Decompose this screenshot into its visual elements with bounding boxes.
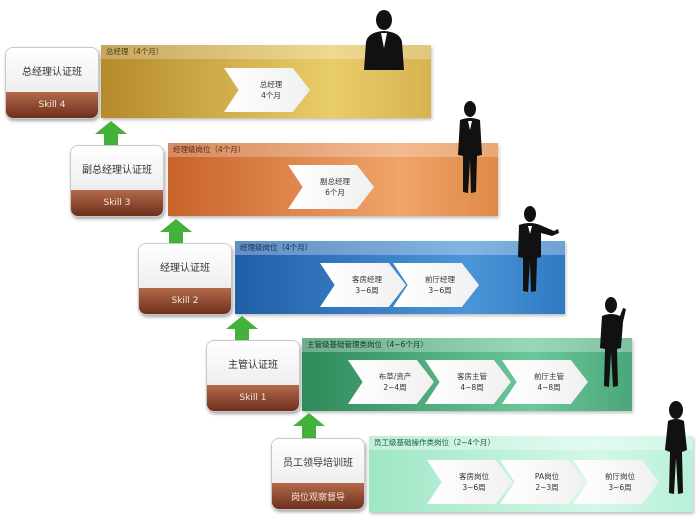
businessman-silhouette-icon <box>364 10 404 70</box>
step-duration: 4~8周 <box>537 383 561 392</box>
up-arrow-icon <box>160 219 192 247</box>
stage-bar-manager: 经理级岗位（4个月） 客房经理 3~6周 前厅经理 3~6周 <box>235 241 565 314</box>
card-title: 员工领导培训班 <box>272 439 364 483</box>
step-duration: 3~6周 <box>428 286 452 295</box>
stage-step: 客房主管 4~8周 <box>425 360 511 404</box>
up-arrow-icon <box>95 121 127 149</box>
certification-card-skill-4: 总经理认证班 Skill 4 <box>5 47 99 119</box>
step-name: 前厅主管 <box>534 372 564 381</box>
card-skill-label: Skill 4 <box>6 92 98 118</box>
stage-header: 总经理（4个月） <box>101 45 431 59</box>
step-name: 前厅经理 <box>425 275 455 284</box>
stage-header: 经理级岗位（4个月） <box>168 143 498 157</box>
stage-bar-supervisor: 主管级基础管理类岗位（4~6个月） 布草/资产 2~4周 客房主管 4~8周 前… <box>302 338 632 411</box>
step-name: 前厅岗位 <box>605 472 635 481</box>
card-title: 总经理认证班 <box>6 48 98 92</box>
step-name: 总经理 <box>259 80 283 89</box>
up-arrow-icon <box>293 413 325 441</box>
card-skill-label: 岗位观察督导 <box>272 483 364 509</box>
card-title: 经理认证班 <box>139 244 231 288</box>
businessman-silhouette-icon <box>458 101 482 193</box>
card-title: 主管认证班 <box>207 341 299 385</box>
step-duration: 2~4周 <box>383 383 407 392</box>
stage-step: 客房经理 3~6周 <box>320 263 406 307</box>
step-name: PA岗位 <box>534 472 560 481</box>
card-skill-label: Skill 3 <box>71 190 163 216</box>
certification-card-skill-3: 副总经理认证班 Skill 3 <box>70 145 164 217</box>
card-title: 副总经理认证班 <box>71 146 163 190</box>
step-duration: 2~3周 <box>535 483 559 492</box>
stage-bar-staff: 员工级基础操作类岗位（2~4个月） 客房岗位 3~6周 PA岗位 2~3周 前厅… <box>369 436 693 512</box>
stage-step: 前厅主管 4~8周 <box>502 360 588 404</box>
stage-step: 副总经理 6个月 <box>288 165 374 209</box>
stage-header: 主管级基础管理类岗位（4~6个月） <box>302 338 632 352</box>
step-name: 客房经理 <box>352 275 382 284</box>
certification-card-staff: 员工领导培训班 岗位观察督导 <box>271 438 365 510</box>
stage-bar-deputy-manager: 经理级岗位（4个月） 副总经理 6个月 <box>168 143 498 216</box>
card-skill-label: Skill 2 <box>139 288 231 314</box>
stage-step: 总经理 4个月 <box>224 68 310 112</box>
businessman-silhouette-icon <box>600 297 626 387</box>
step-duration: 4个月 <box>261 91 281 100</box>
stage-header: 员工级基础操作类岗位（2~4个月） <box>369 436 693 450</box>
stage-step: 客房岗位 3~6周 <box>427 460 513 504</box>
step-duration: 3~6周 <box>355 286 379 295</box>
certification-card-skill-2: 经理认证班 Skill 2 <box>138 243 232 315</box>
stage-step: 布草/资产 2~4周 <box>348 360 434 404</box>
step-duration: 3~6周 <box>608 483 632 492</box>
step-name: 副总经理 <box>320 177 350 186</box>
certification-card-skill-1: 主管认证班 Skill 1 <box>206 340 300 412</box>
card-skill-label: Skill 1 <box>207 385 299 411</box>
businessman-silhouette-icon <box>665 401 687 494</box>
step-name: 客房岗位 <box>459 472 489 481</box>
step-name: 布草/资产 <box>378 372 412 381</box>
up-arrow-icon <box>226 316 258 344</box>
step-duration: 3~6周 <box>462 483 486 492</box>
step-name: 客房主管 <box>457 372 487 381</box>
step-duration: 4~8周 <box>460 383 484 392</box>
stage-header: 经理级岗位（4个月） <box>235 241 565 255</box>
step-duration: 6个月 <box>325 188 345 197</box>
businessman-silhouette-icon <box>518 206 559 292</box>
